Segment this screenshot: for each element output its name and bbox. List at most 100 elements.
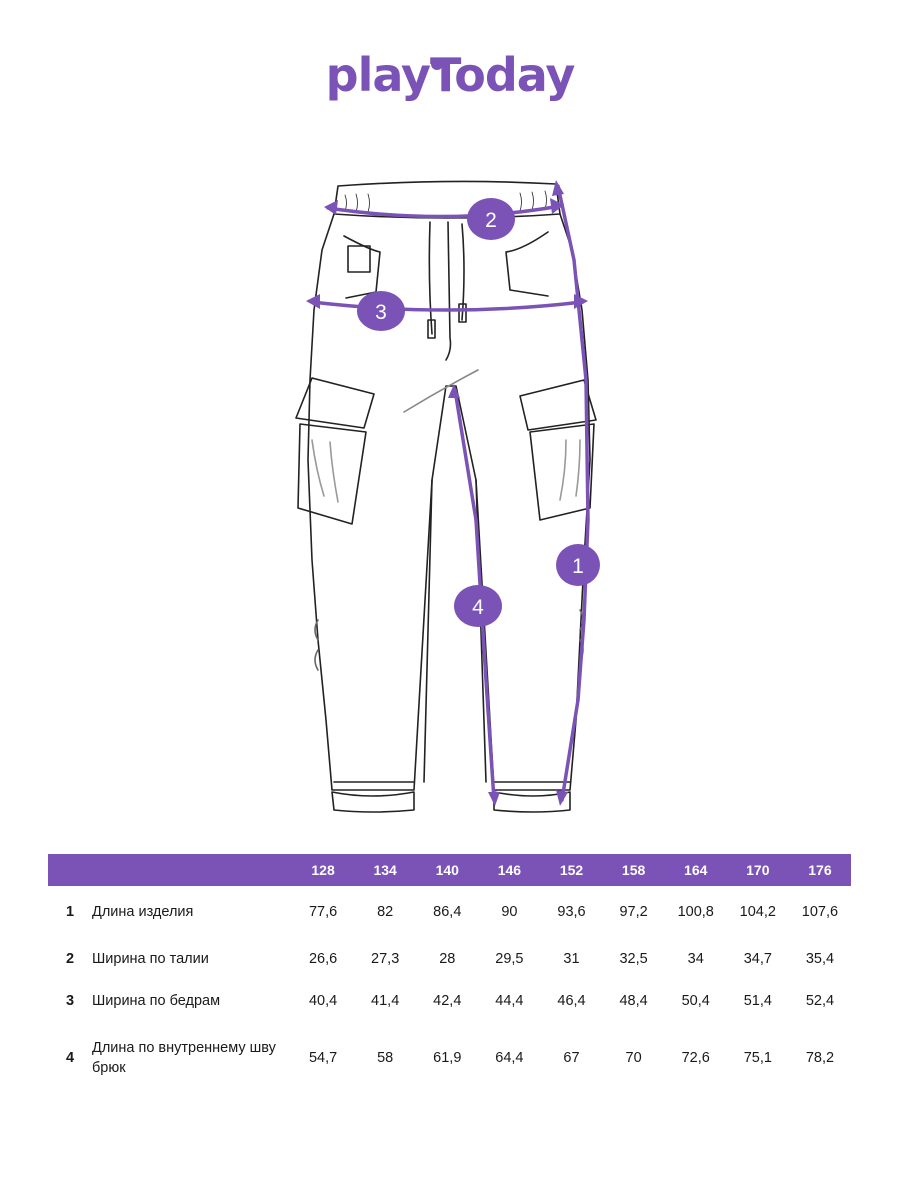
table-cell: 90	[501, 904, 518, 920]
marker-3: 3	[357, 291, 405, 331]
row-label: Ширина по талии	[92, 951, 209, 967]
marker-3-label: 3	[375, 301, 387, 324]
right-cargo-shading	[559, 439, 581, 501]
right-cargo-flap	[519, 379, 597, 431]
table-cell: 48,4	[619, 993, 648, 1009]
size-header-cell: 134	[373, 862, 397, 878]
arrowhead-inseam-bottom	[488, 792, 500, 806]
size-header-cell: 170	[746, 862, 770, 878]
table-row: 2 Ширина по талии 26,6 27,3 28 29,5 31 3…	[48, 938, 851, 980]
table-cell: 26,6	[308, 951, 338, 967]
left-cuff	[331, 781, 415, 813]
arrowhead-length-top	[552, 180, 564, 196]
drawstring-tip-right	[458, 303, 467, 323]
arrowhead-inseam-top	[448, 384, 460, 398]
row-number: 3	[65, 993, 75, 1009]
pants-technical-drawing: 1 2 3 4	[295, 180, 600, 813]
table-cell: 75,1	[743, 1050, 772, 1066]
table-cell: 34,7	[743, 951, 772, 967]
table-cell: 82	[377, 904, 394, 920]
row-label: Ширина по бедрам	[92, 993, 221, 1009]
left-cargo-pocket	[297, 423, 367, 525]
front-pocket-right	[505, 231, 549, 297]
right-cargo-pocket	[529, 423, 595, 521]
row-label: Длина по внутреннему шву брюк	[92, 1040, 276, 1076]
brand-logo: playToday	[0, 48, 900, 102]
table-cell: 104,2	[739, 904, 776, 920]
table-cell: 41,4	[371, 993, 400, 1009]
table-cell: 31	[563, 951, 580, 967]
row-number: 2	[65, 951, 75, 967]
table-cell: 78,2	[805, 1050, 835, 1066]
header-empty-cell	[48, 854, 92, 886]
table-cell: 50,4	[681, 993, 710, 1009]
measure-line-length	[556, 184, 590, 802]
table-cell: 93,6	[557, 904, 586, 920]
size-header-cell: 152	[559, 862, 584, 878]
table-cell: 70	[625, 1050, 642, 1066]
marker-2-label: 2	[485, 209, 497, 232]
arrowhead-waist-left	[324, 200, 338, 215]
table-cell: 52,4	[805, 993, 835, 1009]
table-cell: 29,5	[495, 951, 524, 967]
left-cargo-shading	[311, 439, 339, 503]
table-cell: 46,4	[557, 993, 586, 1009]
arrowhead-waist-right	[550, 198, 564, 214]
table-cell: 61,9	[433, 1050, 462, 1066]
table-cell: 77,6	[308, 904, 338, 920]
brand-logo-dot	[431, 58, 443, 70]
right-cuff	[493, 781, 571, 813]
table-cell: 86,4	[433, 904, 462, 920]
measure-line-waist	[326, 204, 562, 219]
table-cell: 67	[563, 1050, 580, 1066]
size-header-cell: 128	[311, 862, 335, 878]
row-number: 4	[65, 1050, 75, 1066]
size-header-row: 128 134 140 146 152 158 164 170 176	[48, 854, 851, 886]
table-row: 4 Длина по внутреннему шву брюк 54,7 58 …	[48, 1022, 851, 1094]
table-cell: 32,5	[619, 951, 648, 967]
fly-stitch	[445, 221, 452, 361]
row-number: 1	[65, 904, 75, 920]
table-cell: 64,4	[495, 1050, 524, 1066]
marker-2: 2	[467, 198, 515, 240]
left-inseam	[423, 479, 433, 783]
row-label: Длина изделия	[92, 904, 194, 920]
marker-4: 4	[454, 585, 502, 627]
arrowhead-length-bottom	[556, 790, 568, 806]
table-cell: 44,4	[495, 993, 524, 1009]
table-row: 1 Длина изделия 77,6 82 86,4 90 93,6 97,…	[48, 886, 851, 938]
pants-outline	[307, 213, 591, 791]
table-cell: 97,2	[619, 904, 648, 920]
size-header-cell: 140	[435, 862, 459, 878]
size-header-cell: 176	[808, 862, 832, 878]
table-cell: 35,4	[805, 951, 835, 967]
waistband-gathers	[344, 190, 547, 213]
table-cell: 40,4	[308, 993, 338, 1009]
table-cell: 27,3	[371, 951, 400, 967]
arrowhead-hips-left	[306, 294, 320, 309]
size-header-cell: 164	[684, 862, 708, 878]
marker-4-label: 4	[472, 596, 484, 619]
table-cell: 34	[687, 951, 704, 967]
table-cell: 107,6	[801, 904, 839, 920]
brand-logo-text: playToday	[325, 48, 576, 102]
drawstring-tip-left	[427, 319, 436, 339]
crotch-shading	[403, 369, 479, 413]
table-cell: 54,7	[308, 1050, 338, 1066]
table-cell: 58	[377, 1050, 394, 1066]
coin-pocket	[347, 245, 371, 273]
measure-line-hips	[310, 300, 584, 312]
marker-1-label: 1	[572, 555, 584, 578]
header-empty-cell	[92, 854, 292, 886]
marker-1: 1	[556, 544, 600, 586]
table-cell: 51,4	[743, 993, 772, 1009]
table-cell: 28	[439, 951, 456, 967]
table-cell: 72,6	[681, 1050, 710, 1066]
table-cell: 100,8	[677, 904, 714, 920]
table-cell: 42,4	[433, 993, 462, 1009]
side-gathers	[314, 609, 584, 671]
arrowhead-hips-right	[574, 294, 588, 309]
size-header-cell: 146	[497, 862, 522, 878]
left-cargo-flap	[295, 377, 375, 429]
size-chart-table: 128 134 140 146 152 158 164 170 176 1 Дл…	[48, 854, 851, 1094]
